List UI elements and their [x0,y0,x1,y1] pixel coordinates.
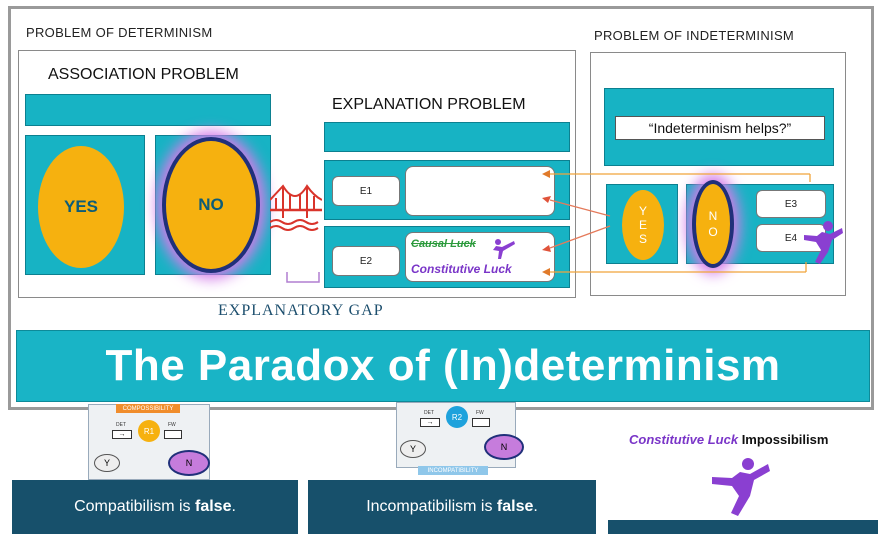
e2-content-box [405,232,555,282]
kick-figure-icon [804,221,843,264]
e1-content-box [405,166,555,216]
explanatory-gap-label: EXPLANATORY GAP [218,302,384,319]
e1-box: E1 [332,176,400,206]
causal-luck-label: Causal Luck [411,238,476,250]
ind-yes-letter-e: E [638,218,647,232]
impossibilism-italic: Constitutive Luck [629,432,739,447]
indeterminism-question: “Indeterminism helps?” [615,116,825,140]
incompatibilism-statement: Incompatibilism is false. [308,480,596,534]
explanation-bar [324,122,570,152]
indeterminism-heading: PROBLEM OF INDETERMINISM [594,28,795,43]
impossibilism-heading: Constitutive Luck Impossibilism [629,432,828,447]
n-node-middle: N [484,434,524,460]
fw-box-middle [472,418,490,427]
ind-no-oval: N O [692,180,734,268]
fw-box-left [164,430,182,439]
y-node-middle: Y [400,440,426,458]
incompatibilism-period: . [533,498,538,515]
arrow-box-left: → [112,430,132,439]
compatibilism-period: . [231,498,236,515]
impossibilism-rest: Impossibilism [738,432,829,447]
e3-box: E3 [756,190,826,218]
e2-box: E2 [332,246,400,276]
ind-yes-oval: Y E S [622,190,664,260]
kick-figure-icon [712,458,770,516]
det-label-left: DET [116,422,126,428]
r2-node: R2 [446,406,468,428]
association-heading: ASSOCIATION PROBLEM [48,66,239,83]
kick-figure-icon [493,239,515,259]
association-bar [25,94,271,126]
e4-box: E4 [756,224,826,252]
impossibilism-panel [608,520,878,534]
yes-oval: YES [38,146,124,268]
ind-yes-letter-s: S [638,232,647,246]
slide-title: The Paradox of (In)determinism [105,341,781,390]
compatibilism-false: false [195,498,232,515]
ind-no-letter-n: N [708,209,718,223]
y-node-left: Y [94,454,120,472]
bridge-icon [270,184,322,231]
ind-yes-letter-y: Y [638,204,647,218]
incompatibilism-false: false [496,498,534,515]
ind-no-letter-o: O [708,225,718,239]
n-node-left: N [168,450,210,476]
gap-bracket [286,272,320,283]
compatibilism-prefix: Compatibilism is [74,498,195,515]
determinism-heading: PROBLEM OF DETERMINISM [26,25,213,40]
incompatibility-tag: INCOMPATIBILITY [418,466,488,475]
fw-label-left: FW [168,422,176,428]
compatibilism-statement: Compatibilism is false. [12,480,298,534]
title-banner: The Paradox of (In)determinism [16,330,870,402]
det-label-middle: DET [424,410,434,416]
connector-arrows [542,170,811,276]
fw-label-middle: FW [476,410,484,416]
incompatibilism-prefix: Incompatibilism is [366,498,497,515]
arrow-box-middle: → [420,418,440,427]
constitutive-luck-label: Constitutive Luck [411,262,512,276]
r1-node: R1 [138,420,160,442]
no-oval: NO [162,137,260,273]
compossibility-tag: COMPOSSIBILITY [116,404,180,413]
explanation-heading: EXPLANATION PROBLEM [332,96,526,113]
